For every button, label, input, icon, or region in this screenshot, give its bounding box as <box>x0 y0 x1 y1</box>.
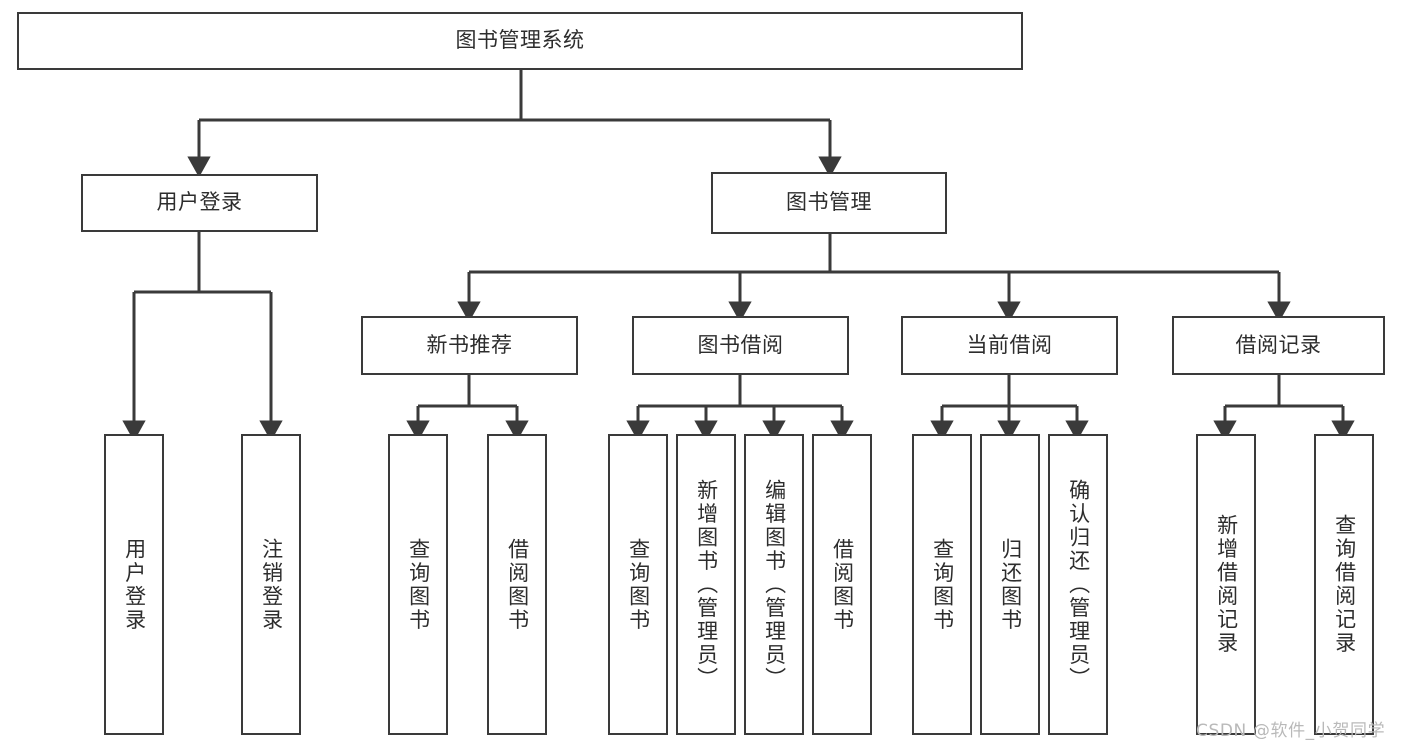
node-user-login-label: 用户登录 <box>156 190 243 215</box>
node-leaf-query-book-2[interactable]: 查询图书 <box>608 434 668 735</box>
node-leaf-query-book-3[interactable]: 查询图书 <box>912 434 972 735</box>
node-leaf-query-book-3-label: 查询图书 <box>930 537 955 632</box>
node-leaf-borrow-book-1-label: 借阅图书 <box>505 537 530 632</box>
node-leaf-borrow-book-1[interactable]: 借阅图书 <box>487 434 547 735</box>
node-borrow-record[interactable]: 借阅记录 <box>1172 316 1385 375</box>
node-leaf-user-login-label: 用户登录 <box>122 537 147 632</box>
node-leaf-query-record[interactable]: 查询借阅记录 <box>1314 434 1374 735</box>
node-leaf-add-record[interactable]: 新增借阅记录 <box>1196 434 1256 735</box>
node-leaf-return-book-label: 归还图书 <box>998 537 1023 632</box>
node-root[interactable]: 图书管理系统 <box>17 12 1023 70</box>
node-leaf-edit-book-label: 编辑图书（管理员） <box>762 478 787 691</box>
node-book-management-label: 图书管理 <box>786 190 872 215</box>
node-new-book-recommend-label: 新书推荐 <box>426 332 513 357</box>
node-leaf-borrow-book-2-label: 借阅图书 <box>830 537 855 632</box>
node-leaf-confirm-return[interactable]: 确认归还（管理员） <box>1048 434 1108 735</box>
node-leaf-add-record-label: 新增借阅记录 <box>1214 514 1239 655</box>
node-leaf-borrow-book-2[interactable]: 借阅图书 <box>812 434 872 735</box>
node-root-label: 图书管理系统 <box>455 28 585 53</box>
node-leaf-user-logout-label: 注销登录 <box>259 537 284 632</box>
node-leaf-user-login[interactable]: 用户登录 <box>104 434 164 735</box>
node-leaf-query-book-1-label: 查询图书 <box>406 537 431 632</box>
node-leaf-add-book[interactable]: 新增图书（管理员） <box>676 434 736 735</box>
node-leaf-user-logout[interactable]: 注销登录 <box>241 434 301 735</box>
node-book-borrow-label: 图书借阅 <box>697 332 784 357</box>
node-current-borrow[interactable]: 当前借阅 <box>901 316 1118 375</box>
node-book-borrow[interactable]: 图书借阅 <box>632 316 849 375</box>
node-leaf-edit-book[interactable]: 编辑图书（管理员） <box>744 434 804 735</box>
node-leaf-query-book-1[interactable]: 查询图书 <box>388 434 448 735</box>
node-user-login[interactable]: 用户登录 <box>81 174 318 232</box>
node-leaf-confirm-return-label: 确认归还（管理员） <box>1066 478 1091 691</box>
watermark-text: CSDN @软件_小贺同学 <box>1196 721 1386 741</box>
node-book-management[interactable]: 图书管理 <box>711 172 947 234</box>
node-leaf-query-record-label: 查询借阅记录 <box>1332 514 1357 655</box>
node-current-borrow-label: 当前借阅 <box>966 332 1053 357</box>
node-leaf-return-book[interactable]: 归还图书 <box>980 434 1040 735</box>
node-leaf-add-book-label: 新增图书（管理员） <box>694 478 719 691</box>
node-new-book-recommend[interactable]: 新书推荐 <box>361 316 578 375</box>
node-borrow-record-label: 借阅记录 <box>1235 332 1322 357</box>
node-leaf-query-book-2-label: 查询图书 <box>626 537 651 632</box>
